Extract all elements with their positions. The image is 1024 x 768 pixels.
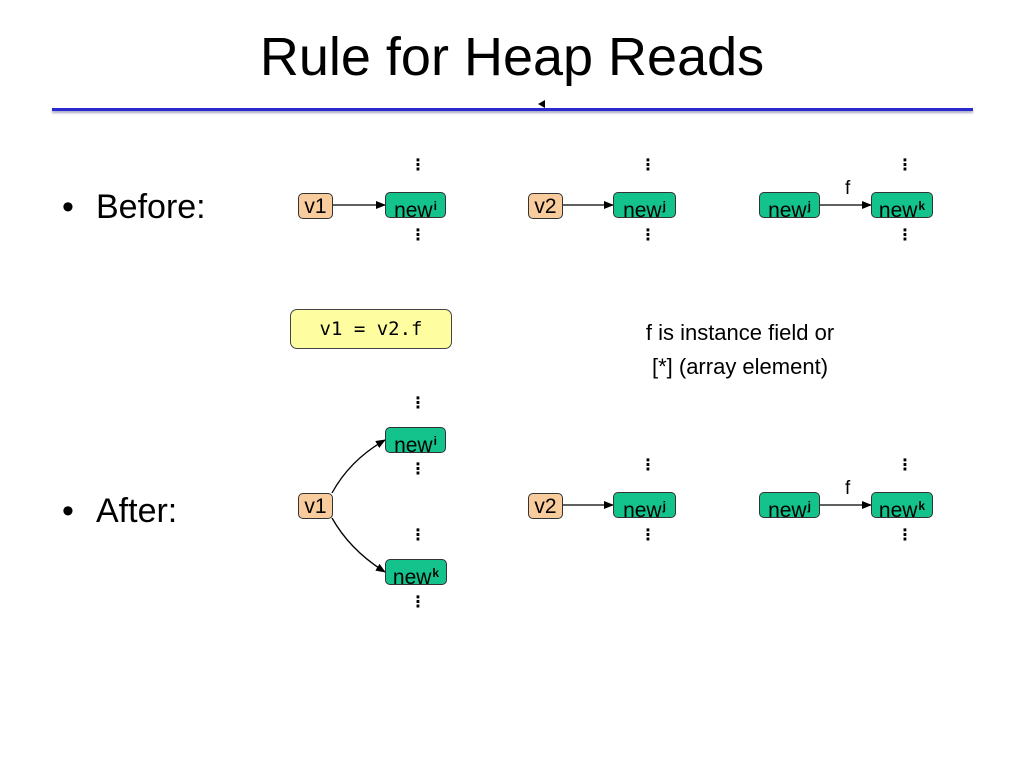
- bullet-before-label: Before:: [96, 188, 206, 226]
- ellipsis-icon: ⋮: [640, 457, 656, 474]
- node-after-new-k-target: newk: [871, 492, 933, 522]
- node-after-new-j-source: newj: [759, 492, 820, 522]
- bullet-after-label: After:: [96, 492, 178, 530]
- ellipsis-icon: ⋮: [640, 527, 656, 544]
- node-after-v2: v2: [528, 493, 563, 519]
- slide-title: Rule for Heap Reads: [259, 27, 765, 87]
- ellipsis-icon: ⋮: [897, 157, 913, 174]
- ellipsis-icon: ⋮: [410, 157, 426, 174]
- bullet-after: • After:: [62, 491, 177, 531]
- node-before-new-i: newi: [385, 192, 446, 222]
- ellipsis-icon: ⋮: [640, 227, 656, 244]
- ellipsis-icon: ⋮: [410, 395, 426, 412]
- bullet-dot-icon: •: [62, 492, 74, 530]
- node-after-v1: v1: [298, 493, 333, 519]
- cursor-marker-icon: [538, 100, 545, 108]
- edge-after-v1-newk: [331, 517, 386, 573]
- edge-label-f: f: [845, 178, 851, 199]
- node-before-v2: v2: [528, 193, 563, 219]
- ellipsis-icon: ⋮: [410, 461, 426, 478]
- node-before-new-j: newj: [613, 192, 676, 222]
- edge-label-f: f: [845, 478, 851, 499]
- node-after-new-k: newk: [385, 559, 447, 589]
- ellipsis-icon: ⋮: [410, 594, 426, 611]
- ellipsis-icon: ⋮: [640, 157, 656, 174]
- node-after-new-j: newj: [613, 492, 676, 522]
- ellipsis-icon: ⋮: [897, 527, 913, 544]
- title-underline: [52, 108, 973, 111]
- ellipsis-icon: ⋮: [897, 457, 913, 474]
- node-before-new-k: newk: [871, 192, 933, 222]
- node-before-v1: v1: [298, 193, 333, 219]
- ellipsis-icon: ⋮: [410, 227, 426, 244]
- field-note: f is instance field or [*] (array elemen…: [590, 316, 890, 384]
- bullet-before: • Before:: [62, 187, 206, 227]
- bullet-dot-icon: •: [62, 188, 74, 226]
- node-after-new-i: newi: [385, 427, 446, 457]
- node-before-new-j-source: newj: [759, 192, 820, 222]
- field-note-line-1: f is instance field or: [645, 320, 835, 345]
- ellipsis-icon: ⋮: [897, 227, 913, 244]
- edge-after-v1-newi: [331, 439, 386, 494]
- ellipsis-icon: ⋮: [410, 527, 426, 544]
- field-note-line-2: [*] (array element): [651, 354, 829, 379]
- statement-box: v1 = v2.f: [290, 309, 452, 349]
